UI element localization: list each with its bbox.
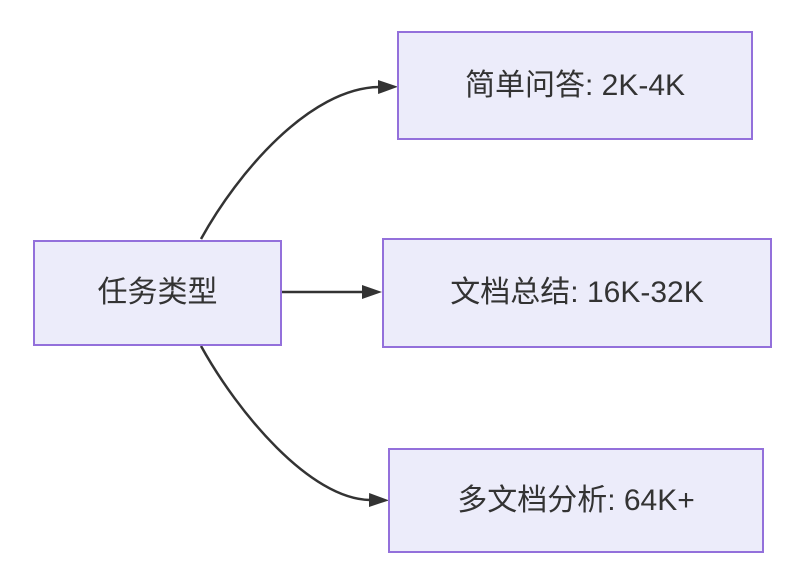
node-multi-doc-analysis: 多文档分析: 64K+ bbox=[388, 448, 764, 553]
edge-task-type-to-multi-doc-analysis bbox=[199, 345, 389, 507]
node-multi-doc-analysis-label: 多文档分析: 64K+ bbox=[457, 483, 695, 517]
node-doc-summary-label: 文档总结: 16K-32K bbox=[450, 276, 704, 309]
edge-task-type-to-simple-qa bbox=[199, 80, 398, 240]
node-simple-qa: 简单问答: 2K-4K bbox=[397, 31, 753, 140]
node-simple-qa-label: 简单问答: 2K-4K bbox=[464, 68, 686, 102]
node-task-type-label: 任务类型 bbox=[97, 276, 218, 309]
node-task-type: 任务类型 bbox=[33, 240, 282, 346]
node-doc-summary: 文档总结: 16K-32K bbox=[382, 238, 772, 348]
